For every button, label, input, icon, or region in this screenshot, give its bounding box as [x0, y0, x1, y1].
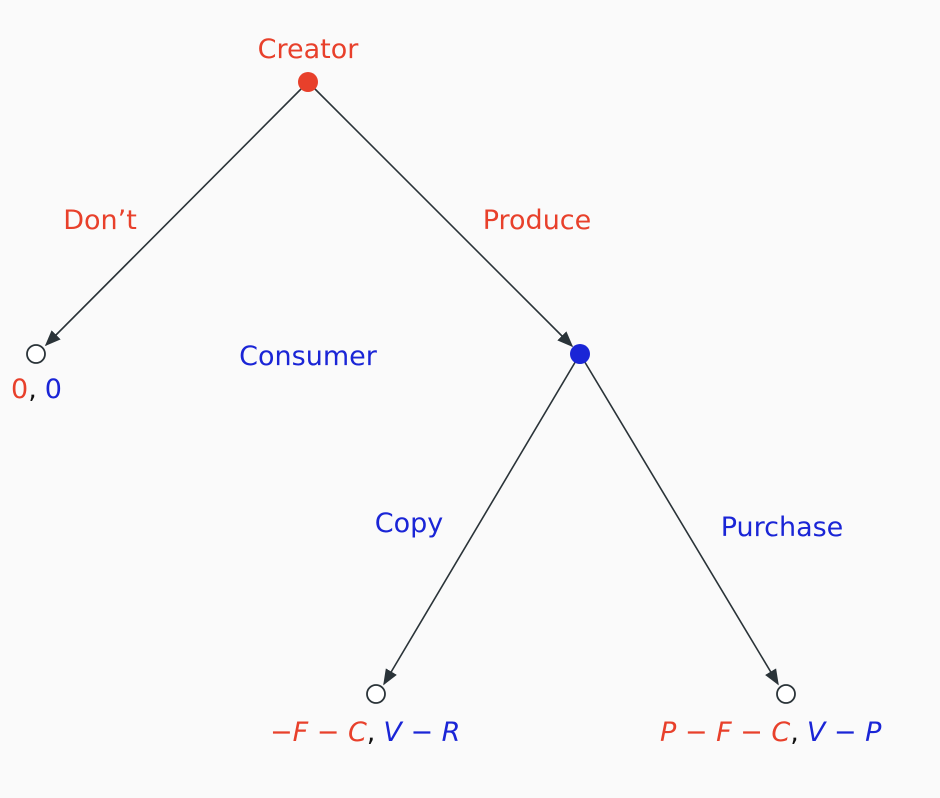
- payoff-dont-consumer: 0: [45, 374, 62, 405]
- terminal-node-copy: [366, 684, 386, 704]
- edge-purchase: [579, 353, 779, 686]
- payoff-purchase-separator: ,: [790, 717, 799, 748]
- terminal-node-dont: [26, 344, 46, 364]
- action-purchase-label: Purchase: [721, 512, 844, 543]
- edge-copy: [383, 353, 581, 686]
- payoff-purchase-consumer: V − P: [807, 717, 882, 748]
- action-produce-label: Produce: [483, 205, 592, 236]
- payoff-dont-separator: ,: [28, 374, 37, 405]
- consumer-label: Consumer: [239, 341, 378, 372]
- creator-label: Creator: [258, 34, 360, 65]
- edge-dont: [44, 81, 309, 347]
- action-copy-label: Copy: [375, 508, 444, 539]
- payoff-copy-separator: ,: [367, 717, 376, 748]
- consumer-node: [570, 344, 590, 364]
- payoff-purchase: P − F − C, V − P: [660, 717, 882, 748]
- payoff-dont: 0,0: [11, 374, 62, 405]
- payoff-dont-creator: 0: [11, 374, 28, 405]
- terminal-node-purchase: [776, 684, 796, 704]
- payoff-copy: −F − C,V − R: [270, 717, 460, 748]
- creator-node: [298, 72, 318, 92]
- payoff-copy-creator: −F − C: [270, 717, 367, 748]
- payoff-copy-consumer: V − R: [383, 717, 460, 748]
- payoff-purchase-creator: P − F − C: [660, 717, 790, 748]
- edge-produce: [307, 81, 574, 348]
- action-dont-label: Don’t: [63, 205, 137, 236]
